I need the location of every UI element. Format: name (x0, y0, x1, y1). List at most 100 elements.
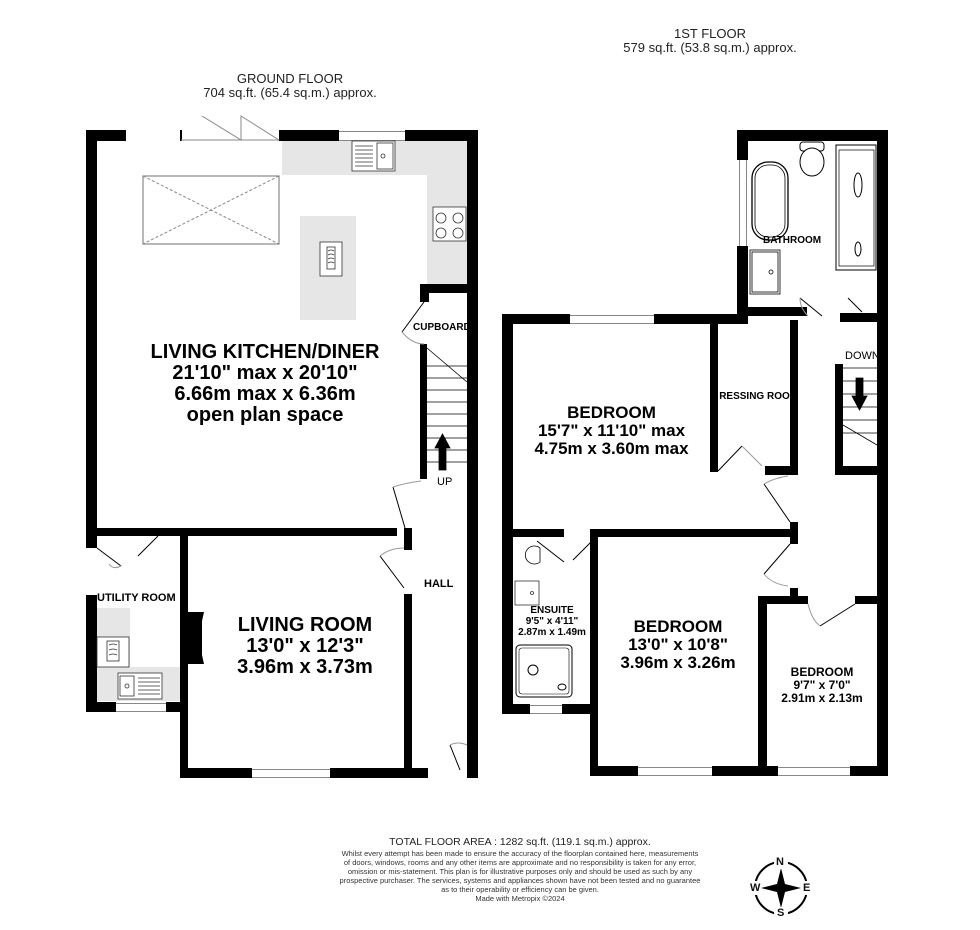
disclaimer-line: prospective purchaser. The services, sys… (339, 876, 701, 885)
room-name: LIVING KITCHEN/DINER (150, 341, 380, 363)
room-dressing-room: RESSING ROO (719, 391, 790, 402)
wall (97, 528, 397, 536)
window (739, 160, 747, 246)
stairs-up-icon (426, 347, 468, 471)
ensuite-basin-icon (514, 580, 540, 606)
room-name: BEDROOM (567, 403, 656, 422)
room-name: LIVING ROOM (237, 614, 373, 636)
room-hall: HALL (424, 578, 454, 590)
room-bedroom-main: BEDROOM 15'7" x 11'10" max 4.75m x 3.60m… (513, 404, 710, 458)
wall (835, 364, 843, 474)
wall (562, 704, 598, 714)
wall (737, 246, 748, 316)
window (778, 767, 850, 776)
wall (279, 130, 339, 141)
wall (790, 522, 798, 544)
dining-table-icon (142, 175, 280, 245)
window (116, 703, 166, 712)
ground-floor-title: GROUND FLOOR 704 sq.ft. (65.4 sq.m.) app… (150, 72, 430, 100)
wall (86, 130, 97, 538)
wall (467, 130, 478, 778)
wall (712, 766, 778, 776)
compass-south: S (777, 907, 785, 919)
wall (512, 529, 564, 537)
wall (596, 529, 796, 537)
wall (790, 588, 798, 598)
wall (330, 768, 412, 778)
room-living-kitchen: LIVING KITCHEN/DINER 21'10" max x 20'10"… (120, 342, 410, 426)
stairs-down-label: DOWN (845, 350, 880, 362)
kitchen-sink-icon (351, 140, 396, 172)
room-imperial: 13'0" x 10'8" (628, 635, 728, 654)
window (570, 315, 654, 324)
room-ensuite: ENSUITE 9'5" x 4'11" 2.87m x 1.49m (512, 605, 592, 638)
wall (502, 314, 570, 324)
ground-floor-area: 704 sq.ft. (65.4 sq.m.) approx. (203, 85, 377, 100)
wall (790, 320, 798, 475)
footer: TOTAL FLOOR AREA : 1282 sq.ft. (119.1 sq… (300, 836, 740, 903)
wall (180, 528, 188, 778)
room-metric: 3.96m x 3.73m (237, 656, 373, 678)
wall (590, 529, 598, 775)
wall (737, 130, 887, 141)
wall (86, 702, 116, 712)
room-imperial: 21'10" max x 20'10" (172, 362, 358, 384)
disclaimer-line: of doors, windows, rooms and any other i… (343, 858, 697, 867)
room-utility: UTILITY ROOM (97, 592, 176, 604)
room-imperial: 13'0" x 12'3" (246, 635, 364, 657)
wall (765, 466, 798, 475)
room-living-room: LIVING ROOM 13'0" x 12'3" 3.96m x 3.73m (205, 615, 405, 678)
room-name: BEDROOM (633, 617, 723, 636)
wall (86, 595, 97, 712)
room-name: ENSUITE (530, 605, 574, 616)
cupboard-door-icon (401, 301, 425, 345)
ensuite-toilet-icon (525, 545, 541, 565)
washing-machine-icon (96, 636, 130, 668)
bifold-door-icon (180, 115, 280, 141)
fireplace-icon (188, 612, 204, 664)
disclaimer-line: Whilst every attempt has been made to en… (341, 849, 699, 858)
window (339, 131, 405, 141)
wall (835, 466, 887, 475)
compass-rose-icon (749, 857, 813, 919)
wall (86, 130, 126, 141)
room-name: BEDROOM (790, 665, 854, 679)
window (638, 767, 712, 776)
hob-icon (432, 206, 467, 242)
wall (855, 596, 888, 604)
ground-floor-name: GROUND FLOOR (236, 71, 344, 86)
wall (180, 768, 252, 778)
first-floor-name: 1ST FLOOR (673, 26, 746, 41)
wall (420, 284, 429, 302)
first-floor-area: 579 sq.ft. (53.8 sq.m.) approx. (623, 40, 797, 55)
wall (590, 766, 638, 776)
wall (710, 320, 718, 472)
wall (420, 284, 478, 293)
total-floor-area: TOTAL FLOOR AREA : 1282 sq.ft. (119.1 sq… (389, 836, 651, 848)
room-metric: 4.75m x 3.60m max (534, 439, 689, 458)
bath-tub-icon (751, 161, 789, 241)
compass-north: N (776, 856, 784, 868)
stairs-up-label: UP (437, 476, 453, 488)
door-swing-icon (96, 297, 863, 771)
wall (420, 344, 427, 479)
wall (405, 130, 478, 141)
disclaimer-line: omission or mis-statement. This plan is … (347, 867, 693, 876)
room-metric: 3.96m x 3.26m (620, 653, 736, 672)
wall (86, 528, 97, 548)
wall (877, 130, 888, 775)
wall (850, 766, 888, 776)
wall (404, 768, 428, 778)
room-metric: 6.66m max x 6.36m (174, 383, 356, 405)
wall (654, 314, 748, 324)
wall (758, 596, 767, 776)
room-imperial: 9'7" x 7'0" (793, 678, 851, 692)
wall (737, 307, 807, 316)
room-imperial: 9'5" x 4'11" (525, 616, 579, 627)
wall (502, 314, 513, 714)
shower-tray-icon (515, 644, 573, 698)
window (530, 705, 562, 714)
wall (758, 596, 808, 604)
compass-east: E (803, 882, 811, 894)
